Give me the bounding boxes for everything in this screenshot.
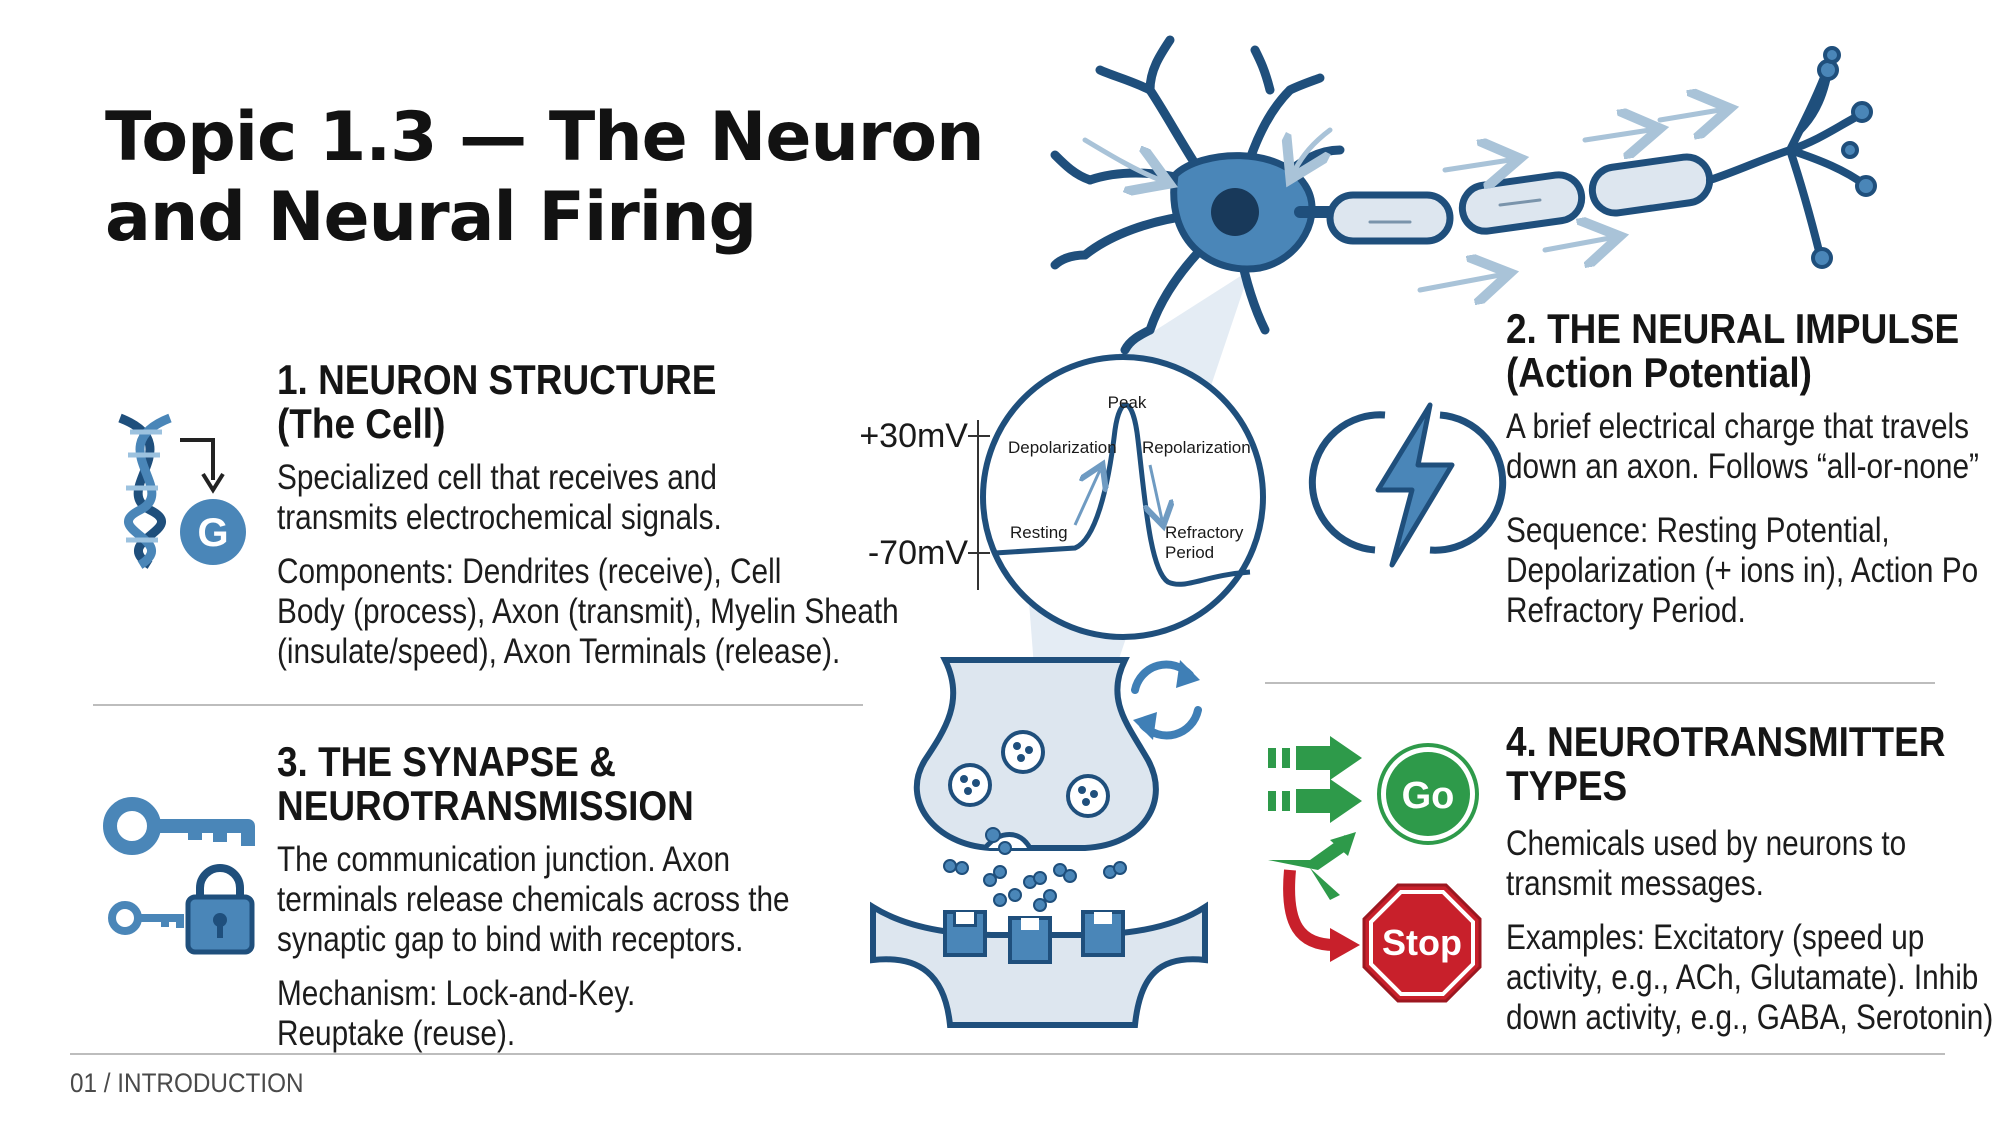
- transmitters-heading-line-2: TYPES: [1506, 762, 1628, 809]
- page-title: Topic 1.3 — The Neuron and Neural Firing: [105, 98, 1005, 258]
- structure-heading: 1. NEURON STRUCTURE (The Cell): [277, 358, 921, 446]
- transmitters-body: Chemicals used by neurons to transmit me…: [1506, 824, 1994, 1038]
- synapse-heading-line-1: 3. THE SYNAPSE &: [277, 738, 616, 785]
- impulse-body: A brief electrical charge that travels d…: [1506, 407, 1979, 631]
- synapse-heading-line-2: NEUROTRANSMISSION: [277, 782, 694, 829]
- section-structure: 1. NEURON STRUCTURE (The Cell) Specializ…: [277, 358, 1008, 672]
- label-depolarization: Depolarization: [1008, 438, 1117, 457]
- graph-circle: [980, 354, 1266, 640]
- section-synapse: 3. THE SYNAPSE & NEUROTRANSMISSION The c…: [277, 740, 880, 1054]
- structure-text-line: Specialized cell that receives and: [277, 458, 717, 497]
- impulse-heading: 2. THE NEURAL IMPULSE (Action Potential): [1506, 307, 1960, 396]
- synapse-icon: [870, 657, 1208, 1028]
- label-refractory-1: Refractory: [1165, 523, 1244, 542]
- synapse-text-line: The communication junction. Axon: [277, 840, 731, 879]
- structure-text-line: Body (process), Axon (transmit), Myelin …: [277, 592, 899, 631]
- transmitters-text-line: transmit messages.: [1506, 864, 1764, 903]
- impulse-text-line: Refractory Period.: [1506, 591, 1746, 630]
- key-lock-icon: [103, 797, 255, 955]
- synapse-text-line: Reuptake (reuse).: [277, 1014, 516, 1053]
- gene-letter: G: [197, 511, 228, 555]
- synapse-body: The communication junction. Axon termina…: [277, 840, 790, 1054]
- dna-gene-icon: G: [118, 413, 246, 569]
- synapse-text-line: synaptic gap to bind with receptors.: [277, 920, 744, 959]
- synapse-text-line: terminals release chemicals across the: [277, 880, 790, 919]
- structure-heading-line-2: (The Cell): [277, 400, 446, 447]
- structure-heading-line-1: 1. NEURON STRUCTURE: [277, 356, 717, 403]
- structure-text-line: (insulate/speed), Axon Terminals (releas…: [277, 632, 841, 671]
- transmitters-text-line: down activity, e.g., GABA, Serotonin): [1506, 998, 1994, 1037]
- section-transmitters: 4. NEUROTRANSMITTER TYPES Chemicals used…: [1506, 720, 2000, 1050]
- structure-body: Specialized cell that receives and trans…: [277, 458, 899, 672]
- transmitters-heading-line-1: 4. NEUROTRANSMITTER: [1506, 720, 1946, 765]
- stop-label: Stop: [1382, 922, 1462, 963]
- divider-footer: [70, 1053, 1945, 1055]
- divider-right: [1265, 682, 1935, 684]
- impulse-heading-line-1: 2. THE NEURAL IMPULSE: [1506, 307, 1960, 352]
- synapse-heading: 3. THE SYNAPSE & NEUROTRANSMISSION: [277, 740, 808, 828]
- title-line-2: and Neural Firing: [105, 178, 757, 257]
- label-refractory-2: Period: [1165, 543, 1214, 562]
- lightning-icon: [1308, 402, 1507, 568]
- synapse-text-line: Mechanism: Lock-and-Key.: [277, 974, 636, 1013]
- impulse-text-line: A brief electrical charge that travels: [1506, 407, 1970, 446]
- action-potential-curve: [994, 402, 1251, 587]
- transmitters-heading: 4. NEUROTRANSMITTER TYPES: [1506, 720, 1946, 809]
- title-line-1: Topic 1.3 — The Neuron: [105, 98, 985, 177]
- label-plus30: +30mV: [859, 417, 968, 455]
- impulse-text-line: down an axon. Follows “all-or-none”: [1506, 447, 1979, 486]
- structure-text-line: transmits electrochemical signals.: [277, 498, 722, 537]
- go-label: Go: [1402, 775, 1455, 817]
- transmitters-text-line: Examples: Excitatory (speed up: [1506, 918, 1925, 957]
- impulse-heading-line-2: (Action Potential): [1506, 349, 1812, 396]
- label-peak: Peak: [1108, 393, 1147, 412]
- go-stop-icon: Go Stop: [1268, 736, 1482, 1003]
- label-repolarization: Repolarization: [1142, 438, 1251, 457]
- impulse-text-line: Depolarization (+ ions in), Action Po: [1506, 551, 1979, 590]
- footer-label: 01 / INTRODUCTION: [70, 1068, 304, 1098]
- section-impulse: 2. THE NEURAL IMPULSE (Action Potential)…: [1506, 307, 2000, 647]
- transmitters-text-line: activity, e.g., ACh, Glutamate). Inhib: [1506, 958, 1979, 997]
- label-resting: Resting: [1010, 523, 1068, 542]
- divider-left: [93, 704, 863, 706]
- impulse-text-line: Sequence: Resting Potential,: [1506, 511, 1890, 550]
- transmitters-text-line: Chemicals used by neurons to: [1506, 824, 1907, 863]
- action-potential-graph: +30mV -70mV Peak Depolarization Repolari…: [859, 354, 1266, 640]
- structure-text-line: Components: Dendrites (receive), Cell: [277, 552, 782, 591]
- label-minus70: -70mV: [868, 534, 968, 572]
